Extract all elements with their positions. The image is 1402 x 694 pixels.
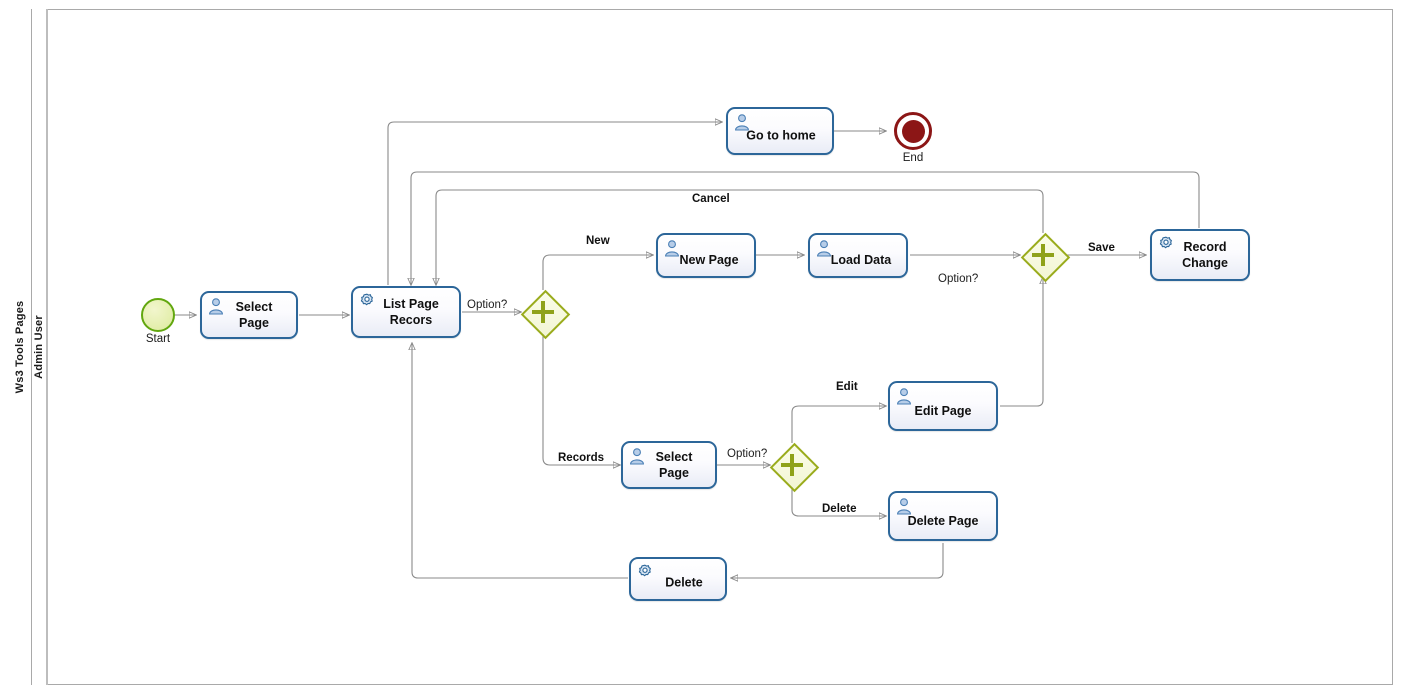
user-icon	[815, 239, 833, 257]
task-label: Select Page	[655, 450, 693, 480]
start-event-label: Start	[145, 333, 171, 345]
flow-delete-to-list	[412, 343, 628, 579]
flow-edit-page-to-gateway-save	[1000, 277, 1043, 407]
task-label: List Page Recors	[383, 297, 439, 327]
task-delete[interactable]: Delete	[629, 557, 727, 601]
edge-label-cancel: Cancel	[692, 193, 730, 205]
user-icon	[663, 239, 681, 257]
task-record-change[interactable]: Record Change	[1150, 229, 1250, 281]
user-icon	[207, 297, 225, 315]
task-go-to-home[interactable]: Go to home	[726, 107, 834, 155]
flow-gateway2-to-edit-page	[791, 406, 886, 443]
task-label: Record Change	[1182, 240, 1228, 270]
flow-list-to-go-home	[387, 122, 722, 285]
edge-label-save: Save	[1088, 242, 1115, 254]
edge-label-option-2: Option?	[727, 448, 768, 460]
pool-header: Ws3 Tools Pages	[9, 9, 32, 685]
flow-gateway1-to-new-page	[542, 255, 653, 290]
task-load-data[interactable]: Load Data	[808, 233, 908, 278]
gateway-option-1[interactable]	[520, 289, 570, 339]
end-event[interactable]	[894, 112, 932, 150]
gear-icon	[358, 292, 376, 310]
start-event[interactable]	[141, 298, 175, 332]
task-label: Delete Page	[907, 514, 979, 528]
task-list-page-recors[interactable]: List Page Recors	[351, 286, 461, 338]
user-icon	[733, 113, 751, 131]
task-edit-page[interactable]: Edit Page	[888, 381, 998, 431]
end-event-label: End	[902, 152, 924, 164]
gear-icon	[1157, 235, 1175, 253]
flow-delete-page-to-delete	[731, 543, 944, 578]
task-label: Load Data	[830, 252, 892, 267]
end-event-core	[901, 119, 925, 143]
flow-gateway1-to-select-page2	[542, 334, 620, 465]
task-select-page-1[interactable]: Select Page	[200, 291, 298, 339]
edge-label-option-3: Option?	[938, 273, 979, 285]
edge-label-records: Records	[558, 452, 605, 464]
task-label: Go to home	[746, 128, 816, 143]
plus-icon-vertical	[1040, 244, 1046, 266]
flow-cancel-to-list	[436, 189, 1044, 285]
edge-label-new: New	[586, 235, 610, 247]
task-label: Edit Page	[914, 404, 972, 418]
task-label: New Page	[679, 252, 739, 267]
edge-label-option-1: Option?	[467, 299, 508, 311]
plus-icon-vertical	[540, 301, 546, 323]
edge-label-delete: Delete	[822, 503, 857, 515]
user-icon	[628, 447, 646, 465]
gateway-option-2[interactable]	[769, 442, 819, 492]
lane-header: Admin User	[32, 9, 48, 685]
task-label: Select Page	[235, 300, 273, 330]
gateway-save[interactable]	[1020, 232, 1070, 282]
task-new-page[interactable]: New Page	[656, 233, 756, 278]
plus-icon-vertical	[789, 454, 795, 476]
flow-record-change-to-list	[411, 171, 1200, 285]
flow-gateway2-to-delete-page	[791, 487, 886, 516]
edge-label-edit: Edit	[836, 381, 858, 393]
task-delete-page[interactable]: Delete Page	[888, 491, 998, 541]
task-select-page-2[interactable]: Select Page	[621, 441, 717, 489]
user-icon	[895, 497, 913, 515]
user-icon	[895, 387, 913, 405]
task-label: Delete	[665, 575, 703, 590]
gear-icon	[636, 563, 654, 581]
